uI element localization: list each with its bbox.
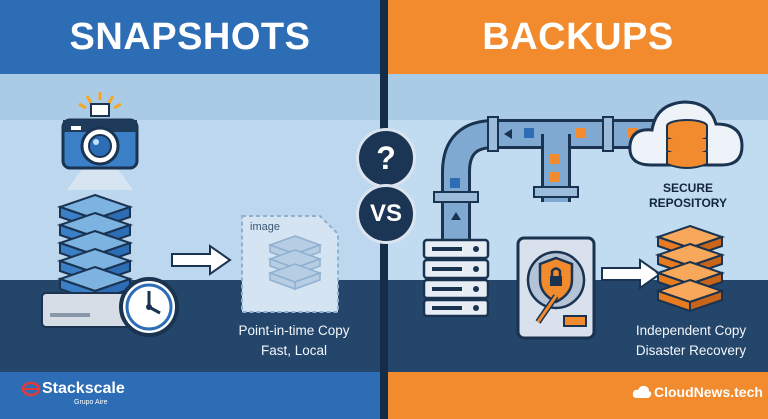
secure-repository-line2: REPOSITORY: [648, 196, 728, 210]
pipe-icon: [433, 116, 664, 262]
backups-caption-line1: Independent Copy: [635, 323, 747, 338]
stackscale-logo-mark: [21, 381, 41, 397]
document-icon: [241, 215, 339, 313]
document-label: image: [250, 221, 280, 233]
stackscale-logo-text: Stackscale: [42, 380, 125, 397]
backups-title: BACKUPS: [482, 16, 674, 58]
clock-icon: [119, 277, 179, 337]
secure-repository-label: SECURE REPOSITORY: [638, 181, 738, 211]
snapshots-caption-line1: Point-in-time Copy: [238, 323, 350, 338]
cloudnews-logo-text: CloudNews.tech: [654, 384, 763, 400]
snapshots-caption-line2: Fast, Local: [260, 343, 328, 358]
snapshots-caption: Point-in-time Copy Fast, Local: [224, 321, 364, 361]
cloudnews-logo-mark: [632, 385, 652, 398]
camera-icon: [61, 92, 139, 190]
vs-badge: VS: [356, 184, 416, 244]
hard-drive-icon: [516, 236, 596, 340]
stackscale-logo-subtext: Grupo Aire: [74, 399, 108, 406]
arrow-right-icon: [171, 244, 232, 276]
orange-server-stack-icon: [654, 224, 726, 313]
database-icon: [666, 119, 708, 169]
backups-panel: BACKUPS SECURE REPOSITORY: [388, 0, 768, 419]
snapshots-title: SNAPSHOTS: [69, 16, 311, 58]
backups-caption-line2: Disaster Recovery: [635, 343, 747, 358]
question-badge: ?: [356, 128, 416, 188]
server-rack-icon: [422, 238, 490, 318]
backups-caption: Independent Copy Disaster Recovery: [616, 321, 766, 361]
snapshots-panel: SNAPSHOTS: [0, 0, 380, 419]
secure-repository-line1: SECURE: [662, 181, 713, 195]
arrow-right-icon: [601, 258, 662, 290]
server-stack-icon: [41, 193, 143, 328]
